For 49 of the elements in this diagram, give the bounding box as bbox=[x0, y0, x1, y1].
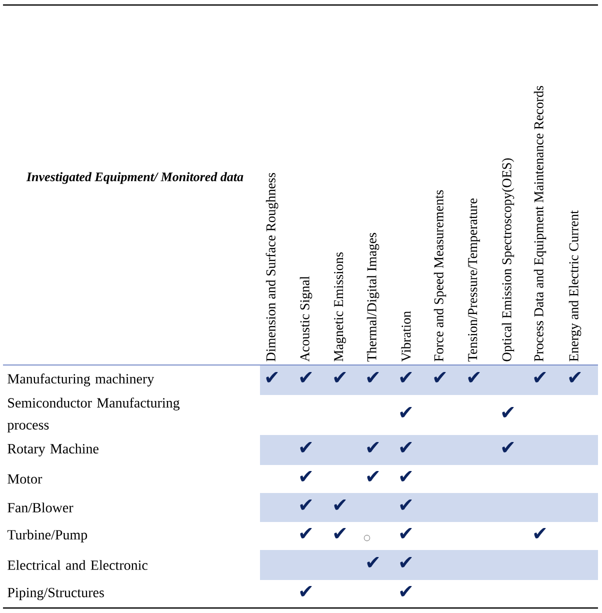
check-mark: ✔ bbox=[400, 586, 412, 596]
check-mark: ✔ bbox=[300, 471, 312, 482]
check-mark: ✔ bbox=[367, 471, 379, 482]
check-mark: ✔ bbox=[367, 442, 379, 452]
check-mark: ✔ bbox=[534, 372, 546, 382]
row-header: Electrical and Electronic bbox=[8, 560, 148, 570]
check-mark: ✔ bbox=[367, 372, 379, 382]
check-mark: ✔ bbox=[334, 372, 346, 382]
check-mark: ✔ bbox=[334, 528, 346, 538]
check-mark: ✔ bbox=[400, 471, 412, 482]
circle-mark: ○ bbox=[364, 534, 370, 542]
column-header: Vibration bbox=[401, 311, 411, 362]
check-mark: ✔ bbox=[300, 372, 312, 382]
check-mark: ✔ bbox=[569, 372, 581, 382]
row-header: Semiconductor Manufacturing process bbox=[7, 398, 180, 432]
check-mark: ✔ bbox=[534, 528, 546, 538]
row-header: Motor bbox=[8, 474, 42, 484]
check-mark: ✔ bbox=[502, 407, 514, 418]
row-header: Piping/Structures bbox=[8, 588, 104, 600]
check-mark: ✔ bbox=[300, 442, 312, 452]
check-mark: ✔ bbox=[367, 557, 379, 568]
column-header: Thermal/Digital Images bbox=[366, 232, 380, 362]
check-mark: ✔ bbox=[400, 442, 412, 452]
column-header: Dimension and Surface Roughness bbox=[266, 172, 278, 362]
check-mark: ✔ bbox=[400, 407, 412, 418]
check-mark: ✔ bbox=[300, 528, 312, 538]
check-mark: ✔ bbox=[400, 500, 412, 510]
check-mark: ✔ bbox=[300, 586, 312, 596]
check-mark: ✔ bbox=[334, 500, 346, 510]
check-mark: ✔ bbox=[400, 372, 412, 382]
column-header: Process Data and Equipment Maintenance Records bbox=[534, 86, 546, 362]
row-header: Manufacturing machinery bbox=[8, 374, 154, 386]
check-mark: ✔ bbox=[502, 442, 514, 452]
check-mark: ✔ bbox=[468, 372, 480, 382]
header-cell: Investigated Equipment/ Monitored data bbox=[26, 172, 244, 184]
row-header: Rotary Machine bbox=[8, 444, 98, 456]
check-mark: ✔ bbox=[434, 372, 446, 382]
row-header: Fan/Blower bbox=[8, 502, 74, 512]
row-header: Turbine/Pump bbox=[7, 530, 88, 542]
column-header: Acoustic Signal bbox=[300, 276, 312, 362]
column-header: Optical Emission Spectroscopy(OES) bbox=[502, 158, 514, 362]
check-mark: ✔ bbox=[400, 557, 412, 568]
column-header: Magnetic Emissions bbox=[334, 252, 346, 362]
column-header: Tension/Pressure/Temperature bbox=[468, 198, 480, 362]
column-header: Force and Speed Measurements bbox=[434, 190, 446, 362]
column-header: Energy and Electric Current bbox=[568, 210, 582, 362]
check-mark: ✔ bbox=[400, 528, 412, 538]
check-mark: ✔ bbox=[300, 500, 312, 510]
check-mark: ✔ bbox=[266, 372, 278, 382]
